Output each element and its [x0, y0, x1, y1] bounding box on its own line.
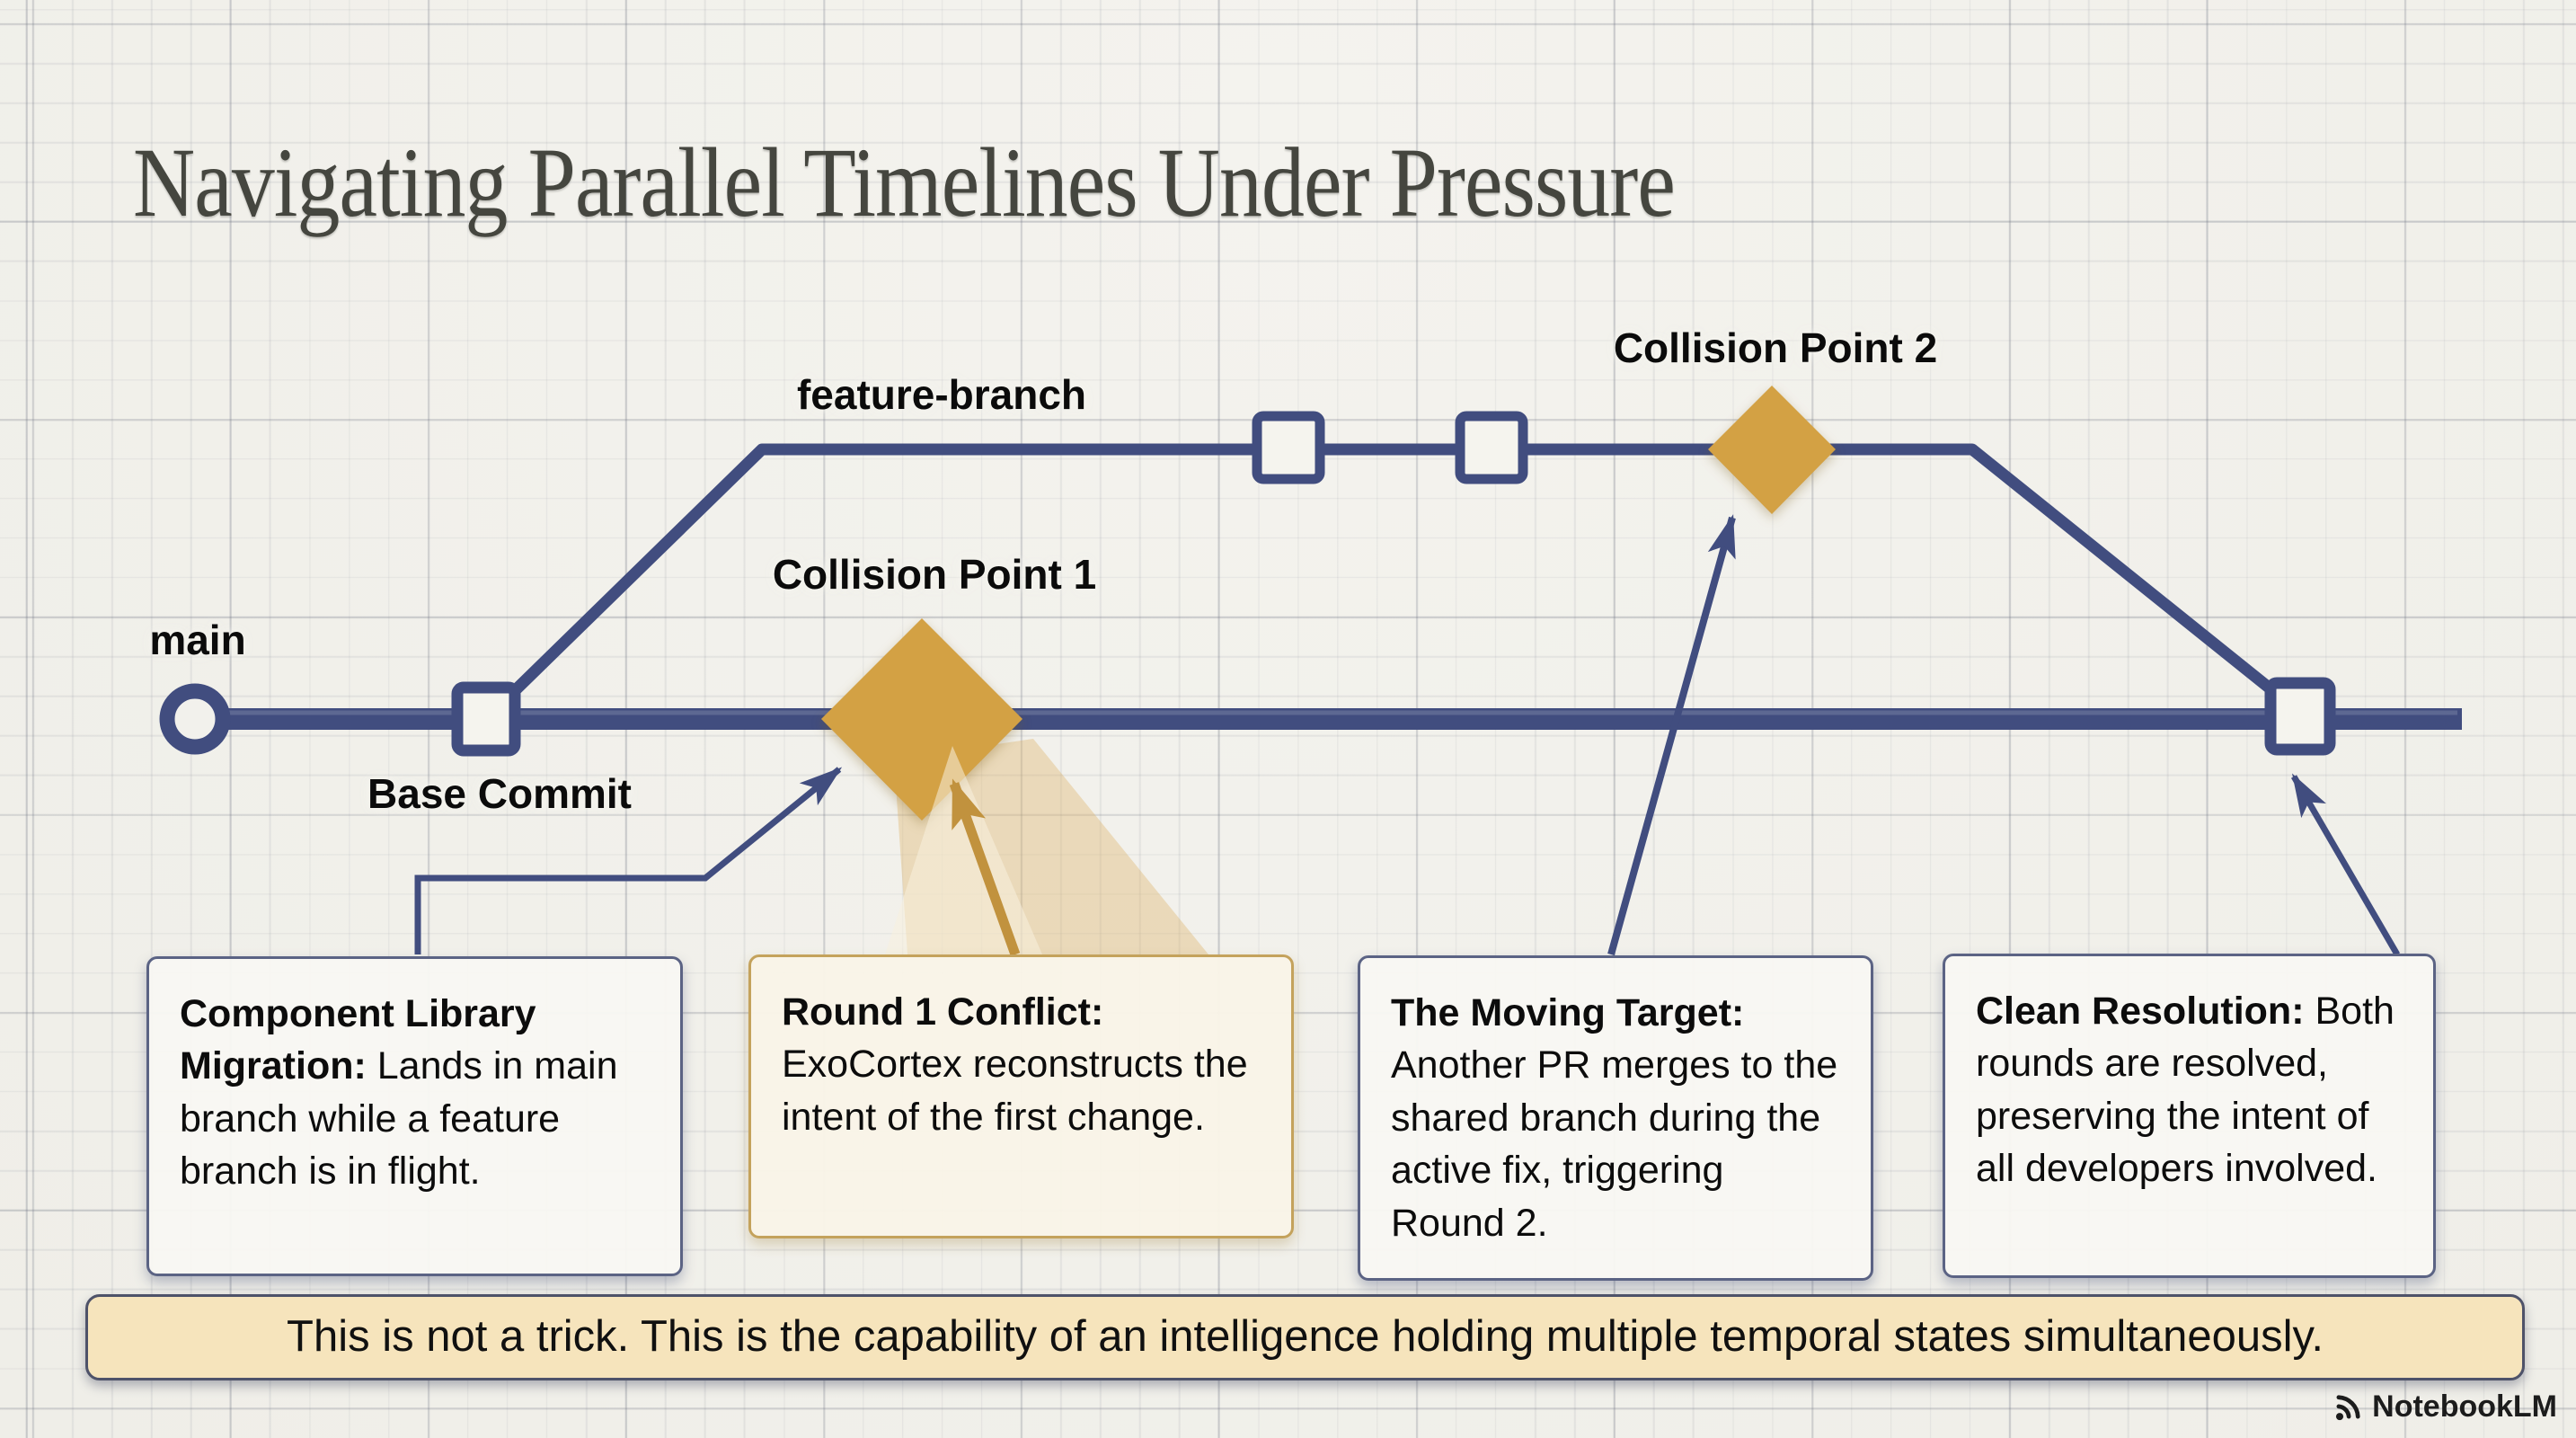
- notebooklm-watermark: NotebookLM: [2332, 1389, 2557, 1425]
- collision-point-1-label: Collision Point 1: [772, 551, 1097, 598]
- callout-lead: Component Library Migration:: [180, 992, 536, 1088]
- arrow-to-merge-node: [2290, 773, 2401, 956]
- collision-diamond-1: [821, 618, 1022, 821]
- feature-branch-label: feature-branch: [796, 371, 1087, 418]
- page-title: Navigating Parallel Timelines Under Pres…: [133, 128, 1676, 237]
- main-branch-label: main: [149, 617, 246, 663]
- base-commit-label: Base Commit: [367, 770, 632, 817]
- callout-lead: The Moving Target:: [1391, 991, 1745, 1034]
- callout-round-1-conflict: Round 1 Conflict: ExoCortex reconstructs…: [748, 954, 1294, 1238]
- base-commit-node: [451, 681, 521, 757]
- takeaway-banner: This is not a trick. This is the capabil…: [85, 1294, 2525, 1380]
- notebooklm-logo-icon: [2332, 1391, 2364, 1424]
- callout-lead: Round 1 Conflict:: [782, 990, 1104, 1034]
- collision-point-2-label: Collision Point 2: [1613, 324, 1938, 371]
- callout-clean-resolution: Clean Resolution: Both rounds are resolv…: [1943, 954, 2436, 1278]
- collision-diamond-2: [1708, 386, 1836, 514]
- arrow-to-collision-1: [414, 767, 843, 954]
- arrow-to-collision-2: [1607, 514, 1736, 956]
- feature-commit-node-1: [1252, 411, 1325, 484]
- merge-commit-node: [2264, 677, 2336, 756]
- gold-arrow-to-collision-1: [949, 778, 1021, 956]
- notebooklm-label: NotebookLM: [2372, 1389, 2557, 1424]
- callout-body: Another PR merges to the shared branch d…: [1391, 1043, 1838, 1245]
- feature-commit-node-2: [1455, 411, 1528, 484]
- callout-component-library-migration: Component Library Migration: Lands in ma…: [146, 956, 683, 1276]
- callout-body: ExoCortex reconstructs the intent of the…: [782, 1043, 1248, 1139]
- callout-lead: Clean Resolution:: [1976, 990, 2305, 1033]
- callout-the-moving-target: The Moving Target: Another PR merges to …: [1358, 955, 1873, 1281]
- conflict-beam-inner: [885, 746, 1042, 954]
- callout-body: Both rounds are resolved, preserving the…: [1976, 990, 2395, 1191]
- branch-start-circle: [159, 683, 231, 755]
- feature-branch-line: [492, 443, 2305, 718]
- callout-body: Lands in main branch while a feature bra…: [180, 1044, 618, 1194]
